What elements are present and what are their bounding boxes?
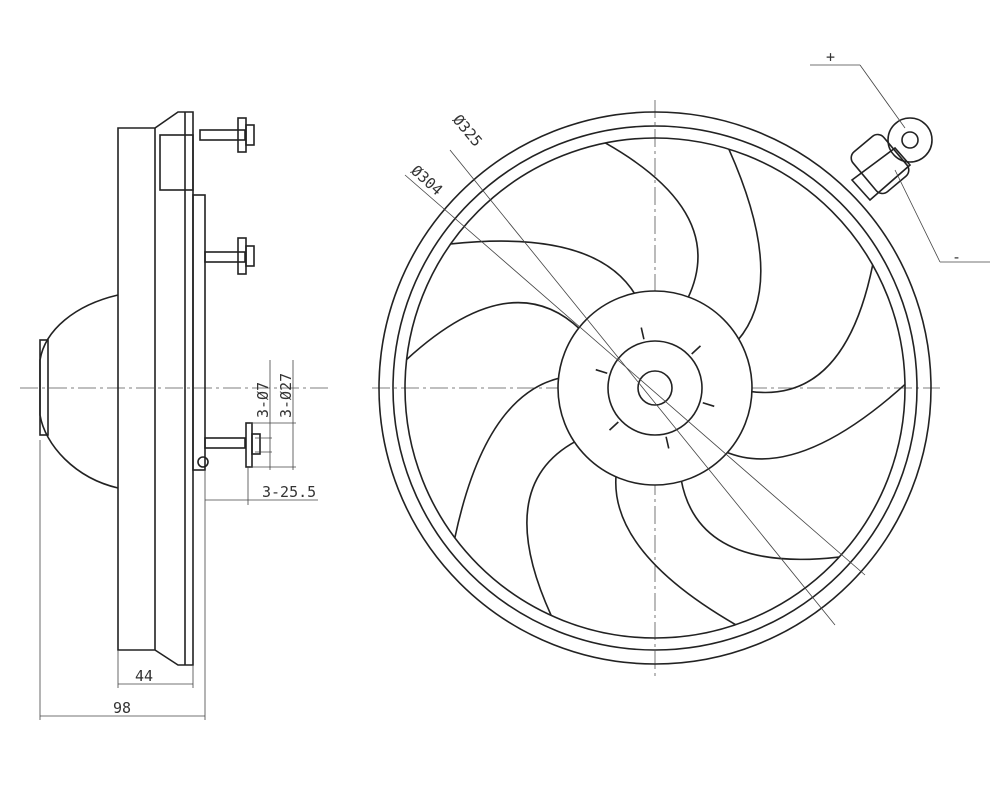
dim-depth-body: 44 <box>135 667 153 685</box>
hub-inner <box>607 340 703 436</box>
mount-nut <box>197 456 209 468</box>
diameter-leaders <box>404 149 866 626</box>
electrical-connector <box>810 64 990 263</box>
fan-blade <box>604 142 762 342</box>
dim-outer-diameter: Ø325 <box>449 111 486 150</box>
fan-tip-circle <box>404 137 906 639</box>
hub-outer <box>557 290 753 486</box>
hub-rib <box>691 345 702 355</box>
dimension-lines-side <box>39 360 318 720</box>
bolt-bottom <box>204 422 261 468</box>
motor-cap <box>39 339 49 436</box>
fan-blades <box>406 142 906 626</box>
hub-rib <box>640 327 645 340</box>
connector-housing <box>159 134 194 191</box>
fan-blade <box>454 377 577 616</box>
fan-blade <box>615 474 840 626</box>
bolt-top <box>199 117 255 153</box>
hub-rib <box>665 436 670 449</box>
dim-depth-total: 98 <box>113 699 131 717</box>
connector-minus-label: - <box>952 248 961 266</box>
hub-ribs <box>595 327 715 449</box>
shroud-outer-ring <box>378 111 932 665</box>
fan-blade <box>725 264 906 460</box>
front-view: Ø325 Ø304 + - <box>372 48 990 680</box>
dim-bolt-length: 3-25.5 <box>262 483 316 501</box>
shroud-inner-ring <box>392 125 918 651</box>
motor-mount <box>192 194 206 471</box>
shaft <box>637 370 673 406</box>
connector-plus-label: + <box>826 48 835 66</box>
fan-blade <box>406 240 637 361</box>
hub-rib <box>595 368 608 374</box>
dim-hole-small: 3-Ø7 <box>254 382 272 418</box>
motor-dome <box>39 294 119 489</box>
dim-hole-large: 3-Ø27 <box>277 373 295 418</box>
side-view: 44 98 3-25.5 3-Ø7 3-Ø27 <box>20 111 330 720</box>
hub-rib <box>608 421 619 431</box>
hub-rib <box>702 402 715 408</box>
bolt-middle <box>204 237 255 275</box>
